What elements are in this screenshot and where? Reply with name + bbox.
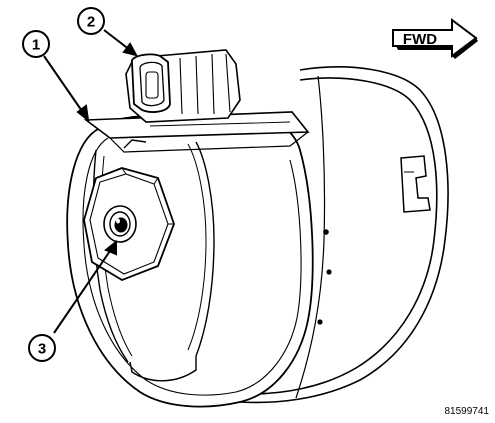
leader-lines bbox=[43, 29, 138, 334]
leader-arrow-2 bbox=[122, 42, 138, 57]
locating-tab bbox=[400, 155, 431, 213]
callout-1: 1 bbox=[22, 30, 50, 58]
sensor-tip bbox=[103, 205, 137, 243]
leader-arrow-1 bbox=[76, 104, 90, 123]
leader-arrow-3 bbox=[104, 239, 117, 256]
electrical-connector bbox=[125, 49, 241, 123]
callout-3: 3 bbox=[28, 334, 56, 362]
fwd-arrow: FWD bbox=[392, 18, 478, 59]
callout-2: 2 bbox=[77, 7, 105, 35]
leader-line-2 bbox=[103, 29, 131, 51]
callout-3-number: 3 bbox=[38, 341, 46, 358]
fwd-label: FWD bbox=[403, 31, 437, 48]
callout-2-number: 2 bbox=[87, 14, 95, 31]
leader-line-3 bbox=[53, 247, 113, 334]
leader-line-1 bbox=[43, 55, 85, 115]
figure-number: 81599741 bbox=[445, 406, 490, 417]
callout-1-number: 1 bbox=[32, 37, 40, 54]
